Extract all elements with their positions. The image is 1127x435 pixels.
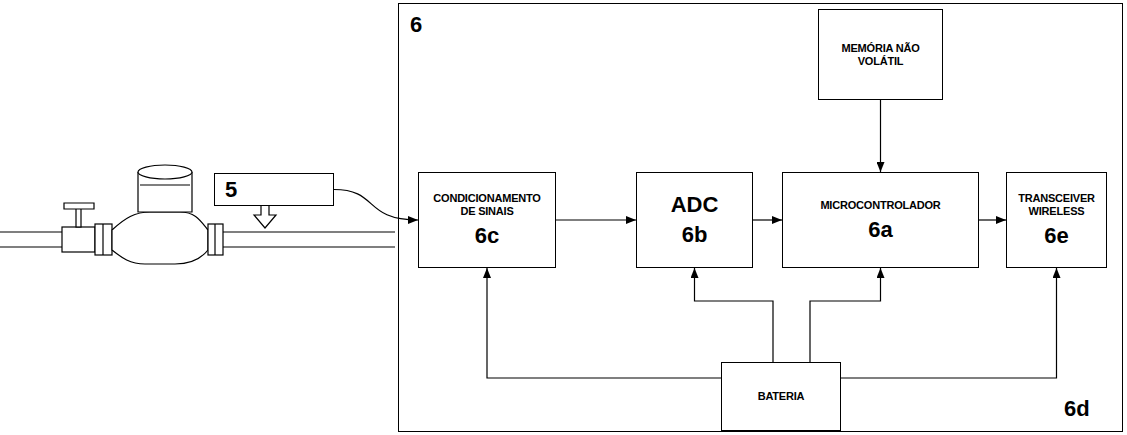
callout-number: ADC — [671, 193, 719, 217]
signal-connector — [979, 219, 1006, 220]
callout-number: 6a — [868, 218, 892, 242]
callout-number: 6 — [410, 13, 422, 37]
signal-connector — [695, 268, 774, 362]
signal-connector — [880, 100, 881, 172]
battery-box: BATERIA — [721, 362, 841, 431]
signal-connector — [753, 219, 782, 220]
block-title: BATERIA — [758, 390, 805, 403]
callout-number: 6e — [1044, 224, 1068, 248]
process-box: ADC 6b — [636, 172, 753, 268]
sensor-box: 5 — [214, 173, 334, 206]
block-title: MICROCONTROLADOR — [820, 199, 940, 212]
signal-connector — [810, 268, 881, 362]
process-box: TRANSCEIVER WIRELESS 6e — [1006, 172, 1107, 268]
callout-number: 6b — [682, 223, 708, 247]
block-title: CONDICIONAMENTO DE SINAIS — [427, 192, 547, 218]
callout-number: 6c — [475, 224, 499, 248]
device-housing: 6CONDICIONAMENTO DE SINAIS 6c ADC 6b MICROCO… — [398, 3, 1123, 432]
signal-connector — [556, 219, 636, 220]
signal-connector — [487, 268, 721, 378]
process-box: CONDICIONAMENTO DE SINAIS 6c — [418, 172, 556, 268]
block-title: TRANSCEIVER WIRELESS — [1015, 192, 1098, 218]
memory-box: MEMÓRIA NÃO VOLÁTIL — [818, 9, 943, 100]
signal-connector — [334, 190, 418, 221]
callout-number: 5 — [225, 178, 237, 202]
block-title: MEMÓRIA NÃO VOLÁTIL — [827, 42, 934, 68]
callout-number: 6d — [1064, 397, 1090, 421]
signal-connector — [841, 268, 1057, 378]
process-box: MICROCONTROLADOR 6a — [782, 172, 979, 268]
